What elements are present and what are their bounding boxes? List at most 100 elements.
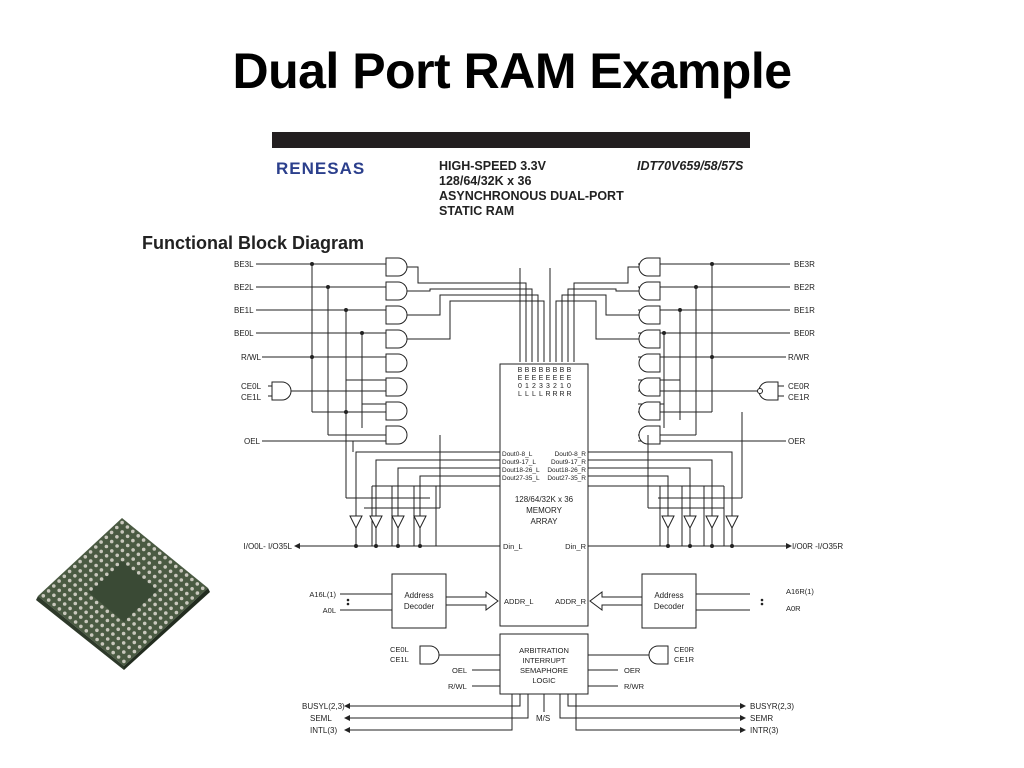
address-decoder-right (641, 573, 697, 629)
buffer (725, 515, 739, 530)
product-line-2: 128/64/32K x 36 (439, 174, 531, 188)
label-be3r: BE3R (794, 260, 815, 269)
int-right: INTR(3) (750, 726, 779, 735)
label-ce0l: CE0L (241, 382, 262, 391)
svg-text:E: E (546, 375, 551, 382)
label-oer: OER (788, 437, 806, 446)
label-rwr: R/WR (788, 353, 810, 362)
svg-text:L: L (518, 391, 522, 398)
right-control-wires (638, 263, 790, 442)
slide-title: Dual Port RAM Example (232, 43, 792, 99)
dout-labels: Dout0-8_L Dout9-17_L Dout18-26_L Dout27-… (502, 451, 586, 482)
arbitration-block (499, 633, 589, 695)
buffer (391, 515, 405, 530)
svg-text:3: 3 (546, 383, 550, 390)
tristate-buffers-right (661, 515, 739, 530)
and-gate (638, 257, 661, 277)
buffer (413, 515, 427, 530)
svg-text:LOGIC: LOGIC (532, 676, 556, 685)
svg-text:Address: Address (404, 591, 433, 600)
svg-text:Decoder: Decoder (404, 602, 435, 611)
svg-text:B: B (518, 367, 523, 374)
right-data-bus (588, 412, 786, 547)
dout-right-3: Dout27-35_R (547, 475, 586, 482)
addr-right-pin-high: A16R(1) (786, 587, 814, 596)
svg-text:3: 3 (539, 383, 543, 390)
svg-text:B: B (553, 367, 558, 374)
bga-chip-image (36, 518, 210, 670)
label-ce1r: CE1R (788, 393, 810, 402)
bottom-control-wires (350, 694, 740, 731)
left-control-wires (256, 263, 386, 442)
diagram-title: Functional Block Diagram (142, 233, 364, 253)
label-rwl: R/WL (241, 353, 262, 362)
svg-text:1: 1 (560, 383, 564, 390)
ce-and-gate-left (271, 381, 292, 401)
svg-text:E: E (560, 375, 565, 382)
addr-bus-arrow-left (445, 591, 499, 611)
label-be0r: BE0R (794, 329, 815, 338)
label-be2r: BE2R (794, 283, 815, 292)
busy-left: BUSYL(2,3) (302, 702, 345, 711)
svg-text:E: E (553, 375, 558, 382)
din-left: Din_L (503, 542, 523, 551)
svg-text:E: E (567, 375, 572, 382)
dout-left-1: Dout9-17_L (502, 459, 536, 466)
io-right-label: I/O0R -I/O35R (792, 542, 843, 551)
sem-right: SEMR (750, 714, 773, 723)
dout-right-2: Dout18-26_R (547, 467, 586, 474)
label-be1l: BE1L (234, 306, 254, 315)
addr-left-pin-low: A0L (323, 606, 336, 615)
sem-left: SEML (310, 714, 332, 723)
svg-text:MEMORY: MEMORY (526, 506, 563, 515)
dout-left-2: Dout18-26_L (502, 467, 540, 474)
and-gate (638, 353, 661, 373)
din-right: Din_R (565, 542, 586, 551)
and-gate (385, 377, 408, 397)
int-left: INTL(3) (310, 726, 337, 735)
and-gate (638, 305, 661, 325)
product-line-4: STATIC RAM (439, 204, 514, 218)
svg-text:E: E (518, 375, 523, 382)
io-left-label: I/O0L- I/O35L (244, 542, 293, 551)
right-and-gates (638, 257, 779, 445)
memory-array-block (499, 363, 589, 627)
addr-right-label: ADDR_R (555, 597, 586, 606)
svg-text:R: R (559, 391, 564, 398)
buffer (683, 515, 697, 530)
svg-text:R: R (552, 391, 557, 398)
svg-text:B: B (560, 367, 565, 374)
addr-right-pin-low: A0R (786, 604, 801, 613)
product-line-1: HIGH-SPEED 3.3V (439, 159, 547, 173)
svg-text:E: E (539, 375, 544, 382)
part-number: IDT70V659/58/57S (637, 159, 744, 173)
dout-right-1: Dout9-17_R (551, 459, 586, 466)
svg-text:ARBITRATION: ARBITRATION (519, 646, 569, 655)
svg-text:INTERRUPT: INTERRUPT (523, 656, 566, 665)
svg-text:128/64/32K x 36: 128/64/32K x 36 (515, 495, 574, 504)
left-and-gates (271, 257, 408, 445)
svg-text:L: L (539, 391, 543, 398)
and-gate (638, 281, 661, 301)
left-control-labels: BE3L BE2L BE1L BE0L R/WL CE0L CE1L OEL (234, 260, 262, 446)
label-be0l: BE0L (234, 329, 254, 338)
and-gate (385, 401, 408, 421)
header-bar (272, 132, 750, 148)
and-gate (638, 377, 661, 397)
svg-text:R: R (545, 391, 550, 398)
svg-text:0: 0 (567, 383, 571, 390)
svg-text:0: 0 (518, 383, 522, 390)
and-gate (385, 353, 408, 373)
svg-text:E: E (532, 375, 537, 382)
arb-ce0l: CE0L (390, 645, 409, 654)
svg-text:B: B (539, 367, 544, 374)
junction-dots (310, 262, 734, 548)
svg-text:R: R (566, 391, 571, 398)
svg-text:2: 2 (553, 383, 557, 390)
arb-ce0r: CE0R (674, 645, 695, 654)
renesas-logo: RENESAS (276, 159, 365, 178)
svg-text:B: B (525, 367, 530, 374)
svg-text:2: 2 (532, 383, 536, 390)
